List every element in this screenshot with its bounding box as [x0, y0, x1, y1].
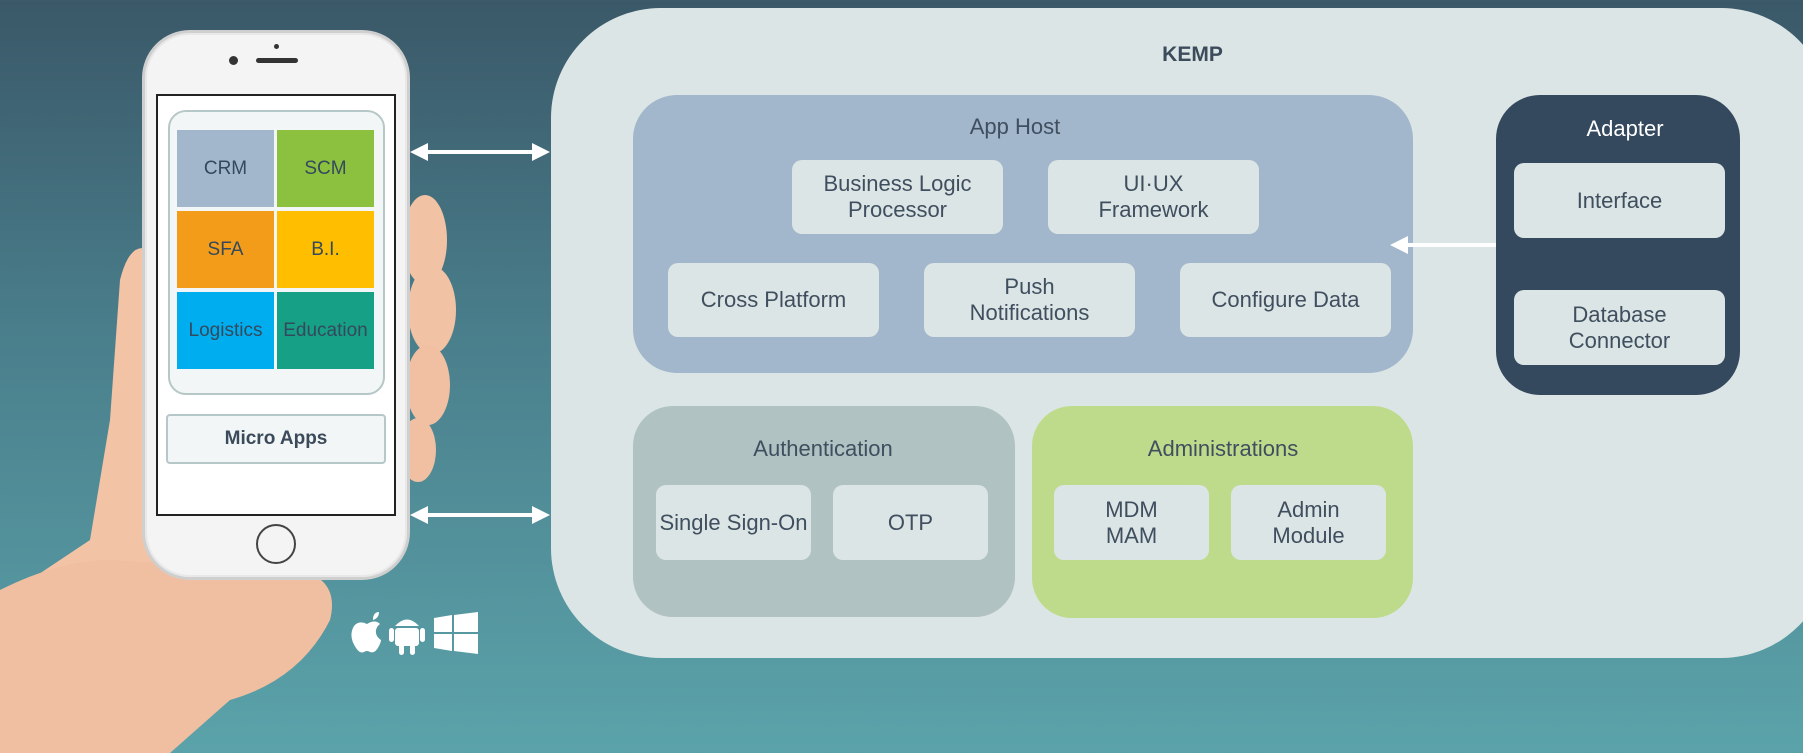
tile-education[interactable]: Education — [277, 292, 374, 369]
micro-apps-button[interactable]: Micro Apps — [166, 414, 386, 464]
database-connector-box[interactable]: Database Connector — [1514, 290, 1725, 365]
administrations-title: Administrations — [1147, 436, 1299, 461]
push-notifications-box[interactable]: Push Notifications — [924, 263, 1135, 337]
arrow-phone-top — [410, 143, 550, 161]
app-host-title: App Host — [969, 114, 1061, 139]
android-icon — [389, 619, 425, 655]
tile-scm-label: SCM — [304, 157, 347, 179]
tile-logistics[interactable]: Logistics — [177, 292, 274, 369]
micro-apps-label: Micro Apps — [224, 428, 328, 449]
arrow-phone-bottom — [410, 506, 550, 524]
single-sign-on-box[interactable]: Single Sign-On — [656, 485, 811, 560]
kemp-title: KEMP — [1162, 43, 1223, 66]
tile-bi[interactable]: B.I. — [277, 211, 374, 288]
configure-data-box[interactable]: Configure Data — [1180, 263, 1391, 337]
tile-crm[interactable]: CRM — [177, 130, 274, 207]
interface-box[interactable]: Interface — [1514, 163, 1725, 238]
tile-education-label: Education — [283, 319, 368, 341]
business-logic-processor-box[interactable]: Business Logic Processor — [792, 160, 1003, 234]
hand-illustration — [0, 195, 456, 753]
authentication-title: Authentication — [753, 436, 893, 461]
ui-ux-framework-box[interactable]: UI·UX Framework — [1048, 160, 1259, 234]
admin-module-box[interactable]: Admin Module — [1231, 485, 1386, 560]
tile-sfa[interactable]: SFA — [177, 211, 274, 288]
phone-speaker — [256, 58, 298, 63]
tile-logistics-label: Logistics — [188, 319, 263, 341]
phone-camera — [229, 56, 238, 65]
tile-sfa-label: SFA — [207, 238, 244, 260]
adapter-title: Adapter — [1586, 116, 1664, 141]
tile-bi-label: B.I. — [311, 238, 340, 260]
windows-icon — [434, 612, 478, 654]
phone-sensor — [274, 44, 279, 49]
apple-icon — [351, 612, 381, 653]
tile-scm[interactable]: SCM — [277, 130, 374, 207]
otp-box[interactable]: OTP — [833, 485, 988, 560]
cross-platform-box[interactable]: Cross Platform — [668, 263, 879, 337]
tile-crm-label: CRM — [203, 157, 248, 179]
mdm-mam-box[interactable]: MDM MAM — [1054, 485, 1209, 560]
home-button[interactable] — [256, 524, 296, 564]
